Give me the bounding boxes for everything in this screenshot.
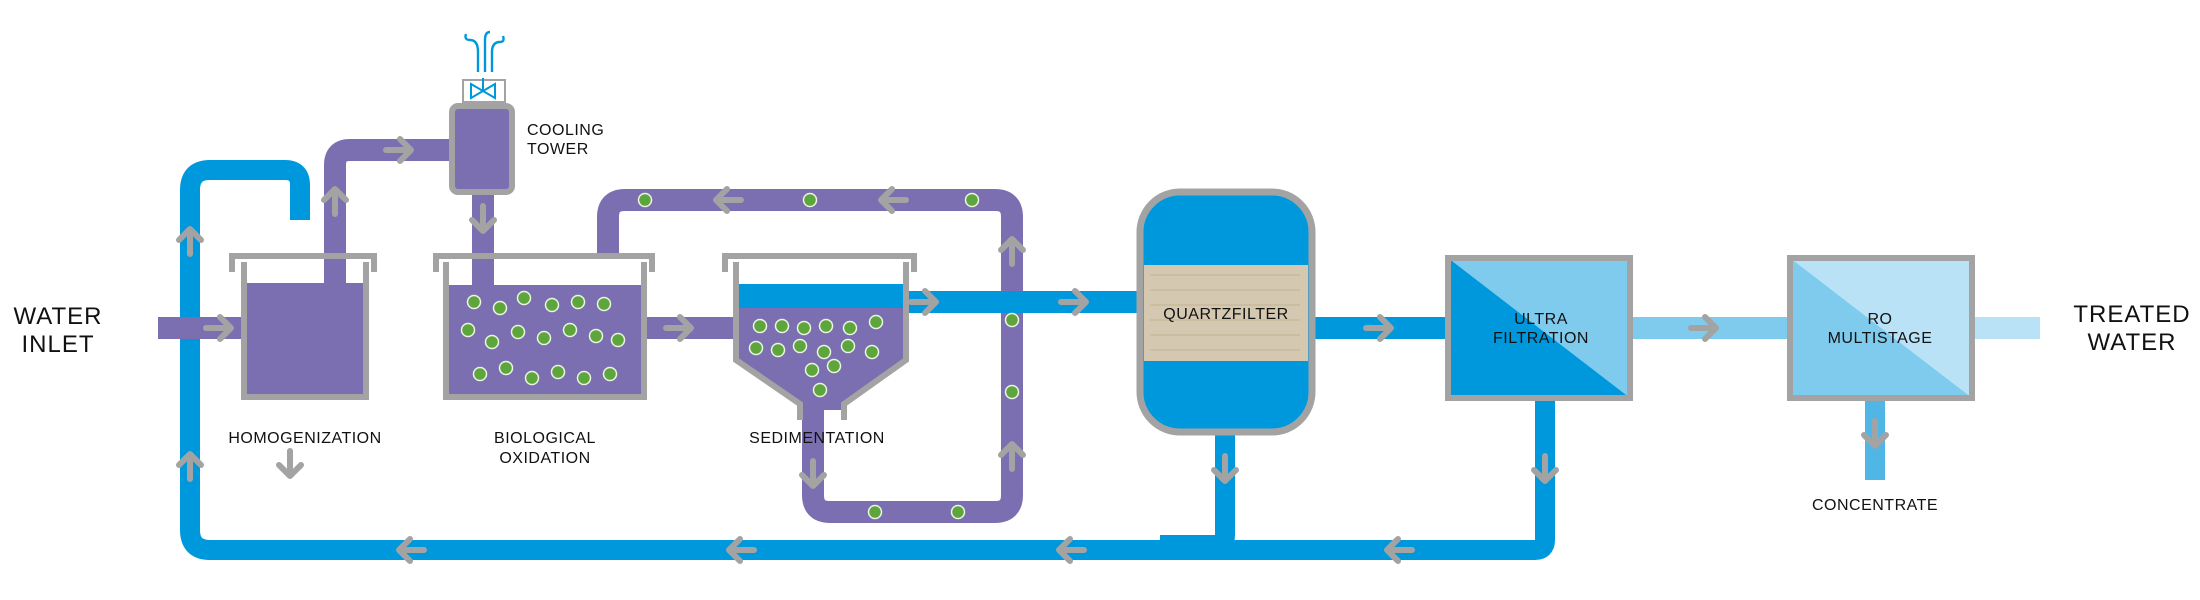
cooling-tower-label-line2: TOWER <box>527 141 589 158</box>
biological-oxidation-label-line1: BIOLOGICAL <box>494 430 596 447</box>
arrow-icon <box>321 186 349 217</box>
sludge-particle-icon <box>596 296 612 312</box>
sludge-particle-icon <box>812 382 828 398</box>
ro-multistage-label-line2: MULTISTAGE <box>1828 330 1933 347</box>
treated-water-label-line1: TREATED <box>2073 301 2190 328</box>
sludge-particle-icon <box>818 318 834 334</box>
ultra-filtration-label-line2: FILTRATION <box>1493 330 1589 347</box>
flow-arrows <box>176 136 1889 564</box>
homogenization-label: HOMOGENIZATION <box>228 430 381 447</box>
cooling-supply-pipe <box>324 139 452 295</box>
ro-multistage-label-line1: RO <box>1868 311 1893 328</box>
sludge-particle-icon <box>1004 312 1020 328</box>
homogenization-tank <box>229 253 377 400</box>
ultra-filtration-label-line1: ULTRA <box>1514 311 1568 328</box>
cooling-tower <box>449 79 515 195</box>
arrow-icon <box>908 288 939 316</box>
sludge-particle-icon <box>840 338 856 354</box>
valve-icon <box>470 78 496 100</box>
arrow-icon <box>203 314 234 342</box>
arrow-icon <box>1384 536 1415 564</box>
arrow-icon <box>1363 314 1394 342</box>
sludge-particle-icon <box>484 334 500 350</box>
sludge-particle-icon <box>774 318 790 334</box>
sludge-particle-icon <box>460 322 476 338</box>
sludge-particle-icon <box>752 318 768 334</box>
biological-oxidation-label-line2: OXIDATION <box>499 450 590 467</box>
sludge-particle-icon <box>610 332 626 348</box>
arrow-icon <box>998 236 1026 267</box>
sludge-particle-icon <box>562 322 578 338</box>
steam-icon <box>464 30 505 72</box>
sludge-particle-icon <box>637 192 653 208</box>
sludge-particle-icon <box>868 314 884 330</box>
sludge-particle-icon <box>826 358 842 374</box>
arrow-icon <box>1531 453 1559 484</box>
arrow-icon <box>878 186 909 214</box>
water-inlet-label-line2: INLET <box>21 331 94 358</box>
arrow-icon <box>998 441 1026 472</box>
sludge-particle-icon <box>867 504 883 520</box>
water-inlet-label-line1: WATER <box>14 303 103 330</box>
sludge-particle-icon <box>842 320 858 336</box>
arrow-icon <box>713 186 744 214</box>
sludge-particle-icon <box>816 344 832 360</box>
arrow-icon <box>469 203 497 234</box>
arrow-icon <box>726 536 757 564</box>
sludge-particle-icon <box>544 297 560 313</box>
sludge-particles <box>460 192 1020 520</box>
sludge-particle-icon <box>510 324 526 340</box>
sedimentation-label: SEDIMENTATION <box>749 430 885 447</box>
arrow-icon <box>1688 314 1719 342</box>
sludge-particle-icon <box>770 342 786 358</box>
ultra-filtration-unit <box>1445 255 1633 401</box>
ro-multistage-unit <box>1787 255 1975 401</box>
arrow-icon <box>176 226 204 257</box>
sludge-particle-icon <box>964 192 980 208</box>
sludge-particle-icon <box>792 338 808 354</box>
quartzfilter-vessel <box>1136 188 1316 436</box>
arrow-icon <box>663 314 694 342</box>
arrow-icon <box>276 448 304 479</box>
sludge-particle-icon <box>1004 384 1020 400</box>
arrow-icon <box>383 136 414 164</box>
sludge-recirculation-top-pipe <box>597 189 1023 523</box>
arrow-icon <box>1861 418 1889 449</box>
arrow-icon <box>1058 288 1089 316</box>
sludge-particle-icon <box>550 364 566 380</box>
arrow-icon <box>176 451 204 482</box>
sludge-particle-icon <box>602 366 618 382</box>
sludge-particle-icon <box>516 290 532 306</box>
cooling-tower-label-line1: COOLING <box>527 122 604 139</box>
arrow-icon <box>1056 536 1087 564</box>
sludge-particle-icon <box>524 370 540 386</box>
sludge-particle-icon <box>748 340 764 356</box>
quartzfilter-drain-pipe <box>1160 430 1235 555</box>
sludge-particle-icon <box>466 294 482 310</box>
sludge-particle-icon <box>536 330 552 346</box>
sludge-particle-icon <box>804 362 820 378</box>
sludge-particle-icon <box>576 370 592 386</box>
sludge-particle-icon <box>570 294 586 310</box>
sludge-particle-icon <box>498 360 514 376</box>
sludge-particle-icon <box>472 366 488 382</box>
sludge-particle-icon <box>802 192 818 208</box>
sludge-particle-icon <box>588 328 604 344</box>
quartzfilter-label: QUARTZFILTER <box>1163 306 1288 323</box>
arrow-icon <box>799 458 827 489</box>
arrow-icon <box>1211 453 1239 484</box>
sludge-particle-icon <box>492 300 508 316</box>
sludge-particle-icon <box>950 504 966 520</box>
arrow-icon <box>396 536 427 564</box>
treated-water-label-line2: WATER <box>2088 329 2177 356</box>
sludge-particle-icon <box>796 320 812 336</box>
return-pipe-loop <box>180 160 1555 560</box>
concentrate-label: CONCENTRATE <box>1812 497 1938 514</box>
sludge-particle-icon <box>864 344 880 360</box>
